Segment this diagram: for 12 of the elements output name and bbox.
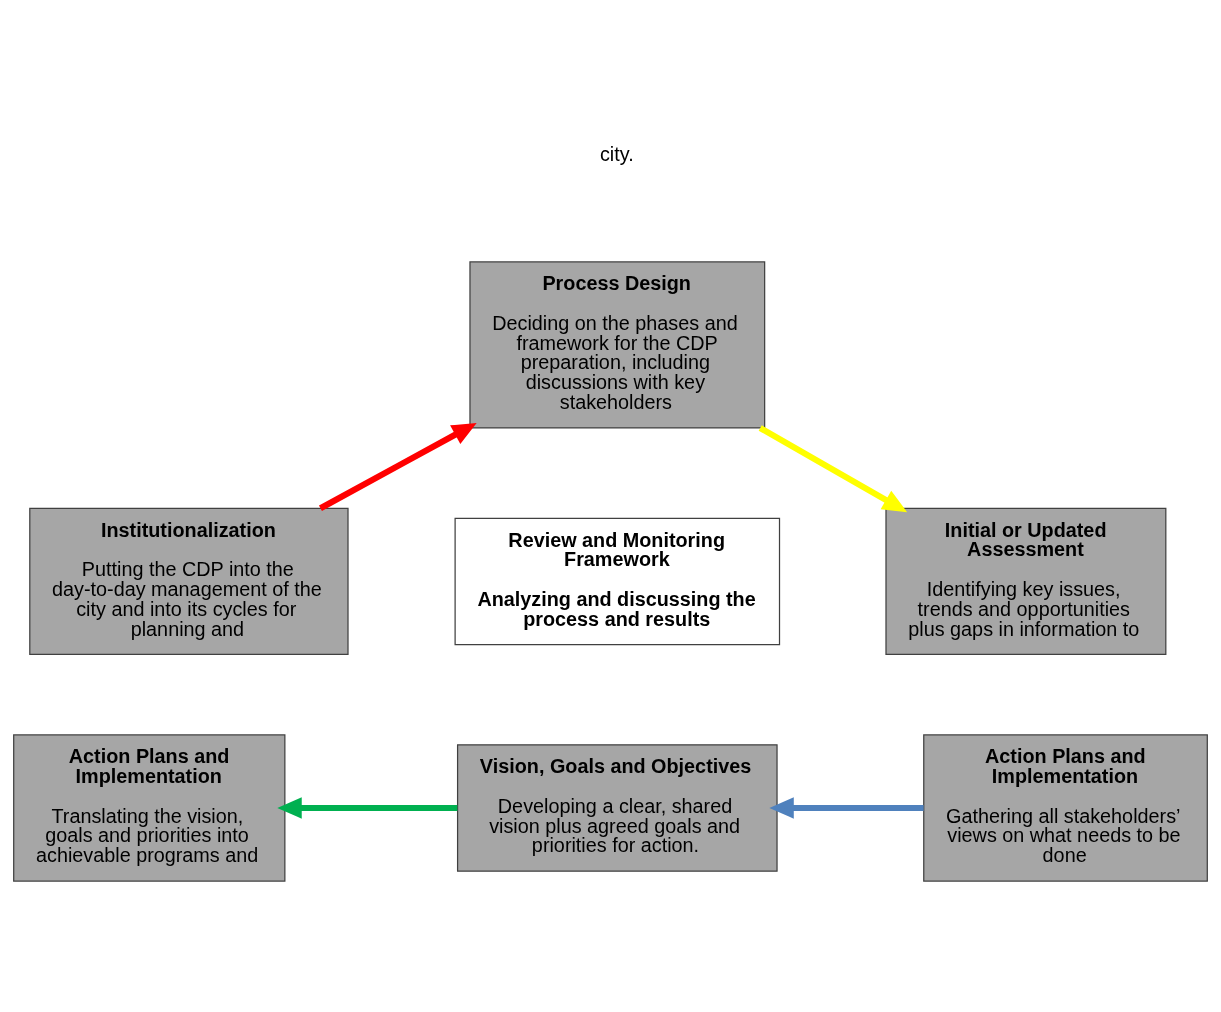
arrow — [758, 424, 908, 512]
node-box: Initial or Updated Assessment Identifying key issues, trends and opportunities plus gaps in information to — [885, 507, 1167, 655]
node-box: Institutionalization Putting the CDP into the day-to-day management of the city and into its cycles for planning and — [29, 507, 349, 655]
label: city. — [599, 142, 634, 165]
node-box: Process Design Deciding on the phases and framework for the CDP preparation, including discussions with key stakeholders — [469, 260, 766, 428]
node-box: Action Plans and Implementation Gathering all stakeholders’ views on what needs to be done — [923, 733, 1208, 882]
node-box: Action Plans and Implementation Translating the vision, goals and priorities into achievable programs and — [13, 733, 286, 882]
arrow — [319, 422, 477, 511]
node-box: Vision, Goals and Objectives Developing a clear, shared vision plus agreed goals and priorities for action. — [456, 743, 778, 872]
arrow — [277, 796, 458, 819]
arrow — [769, 796, 924, 819]
node-box: Review and Monitoring Framework Analyzing and discussing the process and results — [454, 517, 781, 645]
